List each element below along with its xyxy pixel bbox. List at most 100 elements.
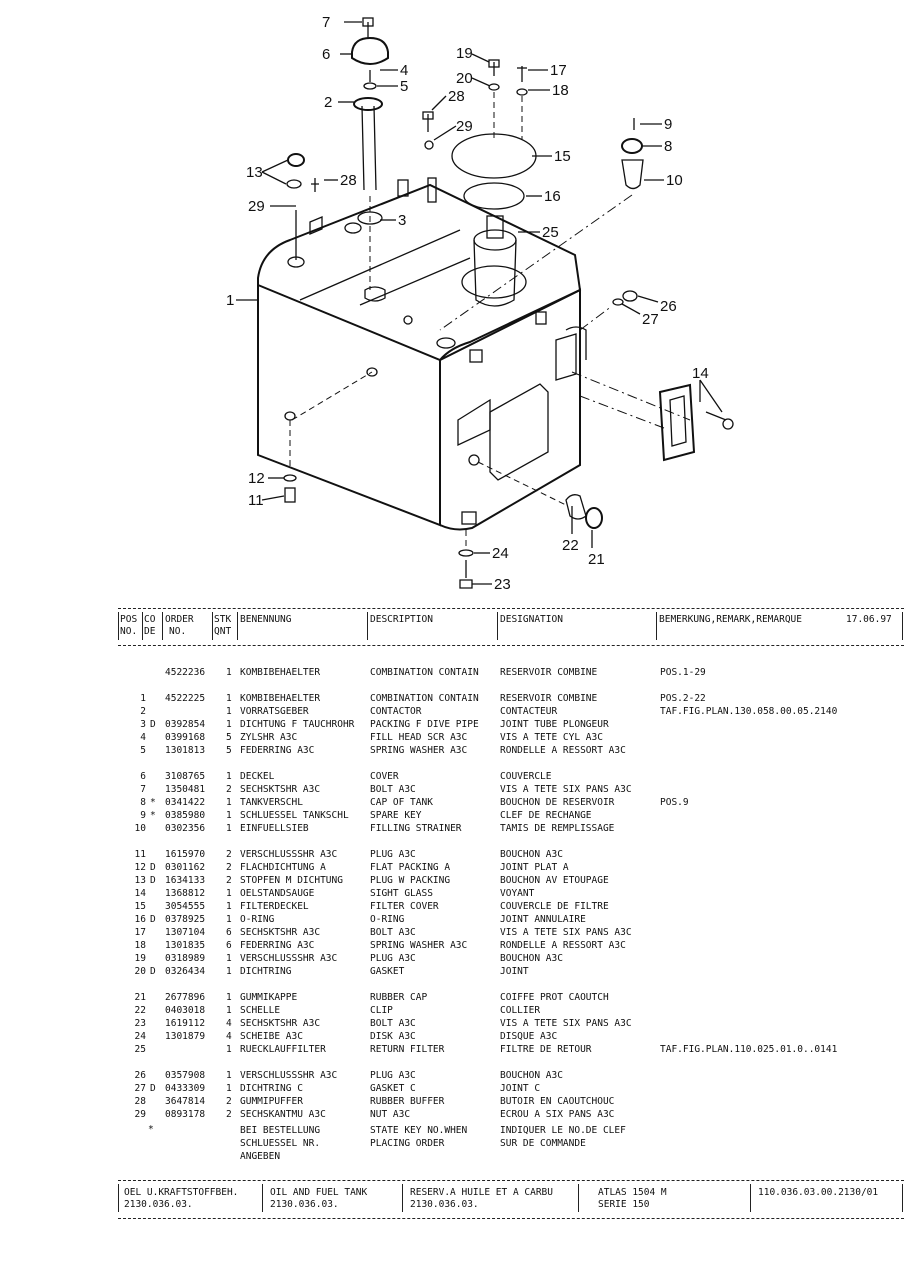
cell-code: D: [150, 914, 156, 925]
cell-pos: 29: [134, 1109, 146, 1120]
pipe-bend: [565, 326, 587, 360]
cell-en: SPARE KEY: [370, 810, 422, 821]
cell-qty: 2: [226, 849, 232, 860]
header-left-bar: [118, 612, 119, 640]
cell-fr: BUTOIR EN CAOUTCHOUC: [500, 1096, 615, 1107]
cell-rem: TAF.FIG.PLAN.130.058.00.05.2140: [660, 706, 838, 717]
callout-25: 25: [542, 224, 559, 241]
cell-order: 1615970: [165, 849, 206, 860]
cell-fr: COLLIER: [500, 1005, 541, 1016]
cell-order: 1307104: [165, 927, 206, 938]
plug-26: [579, 290, 638, 331]
cell-qty: 1: [226, 901, 232, 912]
cell-order: 0392854: [165, 719, 206, 730]
header-right-bar: [902, 612, 903, 640]
cell-pos: 12: [134, 862, 146, 873]
cell-pos: 22: [134, 1005, 146, 1016]
cell-order: 0893178: [165, 1109, 206, 1120]
cell-code: D: [150, 875, 156, 886]
callout-14: 14: [692, 365, 709, 382]
cell-pos: 25: [134, 1044, 146, 1055]
cell-pos: 1: [140, 693, 146, 704]
callout-24: 24: [492, 545, 509, 562]
cell-en: COVER: [370, 771, 399, 782]
cell-en: GASKET: [370, 966, 405, 977]
cell-qty: 1: [226, 771, 232, 782]
cell-qty: 1: [226, 810, 232, 821]
cell-order: 1301813: [165, 745, 206, 756]
cell-code: D: [150, 719, 156, 730]
cell-qty: 1: [226, 966, 232, 977]
callout-15: 15: [554, 148, 571, 165]
cell-en: PLUG A3C: [370, 953, 416, 964]
cell-pos: 24: [134, 1031, 146, 1042]
cell-pos: 19: [134, 953, 146, 964]
cell-qty: 2: [226, 784, 232, 795]
callout-7: 7: [322, 14, 330, 31]
cell-pos: 17: [134, 927, 146, 938]
cell-order: 3054555: [165, 901, 206, 912]
cell-pos: 26: [134, 1070, 146, 1081]
cell-en: BOLT A3C: [370, 1018, 416, 1029]
cell-order: 0341422: [165, 797, 206, 808]
cell-en: SPRING WASHER A3C: [370, 940, 468, 951]
cell-qty: 2: [226, 1096, 232, 1107]
cell-de: O-RING: [240, 914, 275, 925]
cell-en: FLAT PACKING A: [370, 862, 451, 873]
cell-order: 0378925: [165, 914, 206, 925]
cell-pos: 8: [140, 797, 146, 808]
cell-fr: DISQUE A3C: [500, 1031, 558, 1042]
cell-en: COMBINATION CONTAIN: [370, 667, 479, 678]
cell-order: 0385980: [165, 810, 206, 821]
callout-26: 26: [660, 298, 677, 315]
cell-de: SCHLUESSEL TANKSCHL: [240, 810, 349, 821]
cell-pos: 2: [140, 706, 146, 717]
cell-de: VERSCHLUSSSHR A3C: [240, 953, 338, 964]
callout-numbers: 7 6 4 5 2 13 29 28 3 1 19 20 28 29 17 18…: [226, 14, 709, 593]
callout-18: 18: [552, 82, 569, 99]
cell-de: DICHTUNG F TAUCHROHR: [240, 719, 355, 730]
cell-de: FILTERDECKEL: [240, 901, 309, 912]
cell-fr: RESERVOIR COMBINE: [500, 693, 598, 704]
cell-de: GUMMIPUFFER: [240, 1096, 303, 1107]
cell-rem: POS.1-29: [660, 667, 706, 678]
return-filter: [461, 215, 527, 307]
cell-fr: BOUCHON AV ETOUPAGE: [500, 875, 609, 886]
callout-28b: 28: [448, 88, 465, 105]
cell-qty: 2: [226, 1109, 232, 1120]
callout-20: 20: [456, 70, 473, 87]
cell-de: OELSTANDSAUGE: [240, 888, 315, 899]
callout-21: 21: [588, 551, 605, 568]
cell-fr: RONDELLE A RESSORT A3C: [500, 940, 626, 951]
footer-right-bar: [902, 1184, 903, 1212]
cell-qty: 6: [226, 940, 232, 951]
cell-fr: BOUCHON A3C: [500, 849, 563, 860]
cell-en: PLUG A3C: [370, 849, 416, 860]
cell-order: 2677896: [165, 992, 206, 1003]
cell-de: SCHELLE: [240, 1005, 281, 1016]
cell-fr: CONTACTEUR: [500, 706, 558, 717]
cell-fr: VIS A TETE SIX PANS A3C: [500, 784, 632, 795]
cell-order: 1350481: [165, 784, 206, 795]
cell-order: 0302356: [165, 823, 206, 834]
col-description-header: DESCRIPTION: [370, 614, 433, 625]
cell-en: CLIP: [370, 1005, 393, 1016]
cell-en: GASKET C: [370, 1083, 416, 1094]
cell-de: SECHSKTSHR A3C: [240, 927, 321, 938]
cell-qty: 2: [226, 875, 232, 886]
cell-en: NUT A3C: [370, 1109, 411, 1120]
callout-16: 16: [544, 188, 561, 205]
cell-pos: 11: [134, 849, 146, 860]
